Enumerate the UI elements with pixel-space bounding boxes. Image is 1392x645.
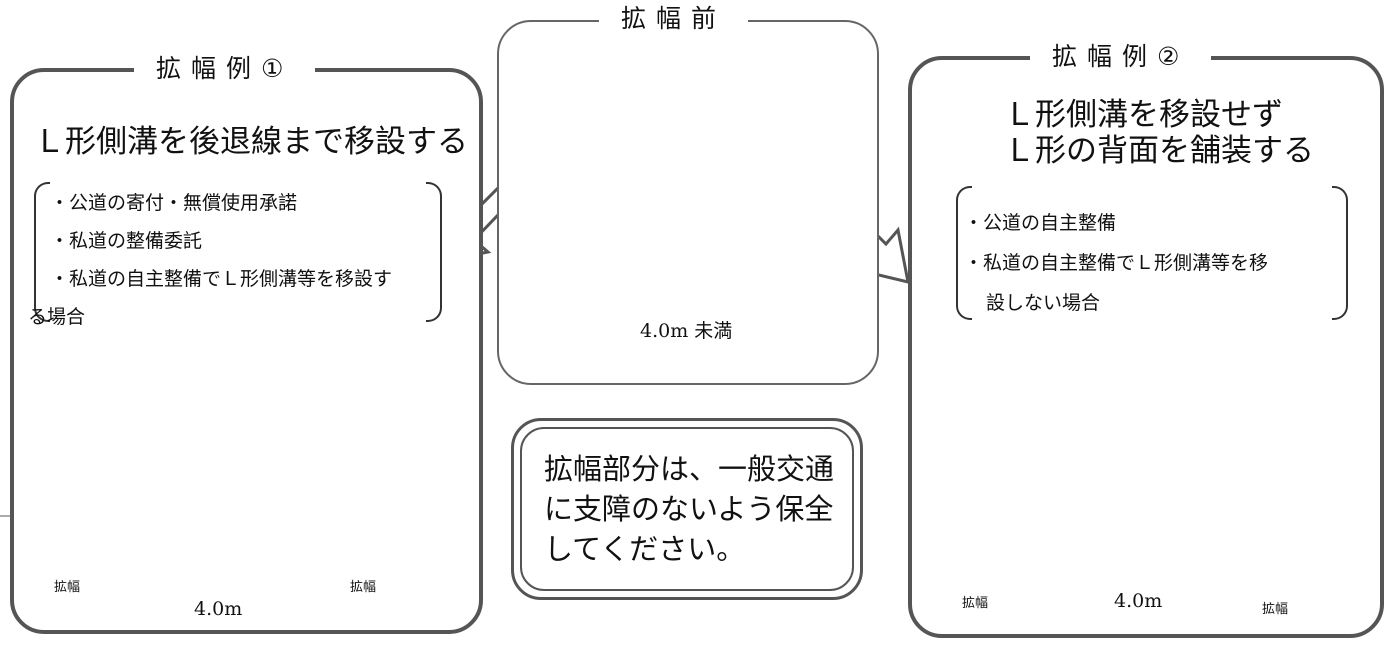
example1-widen-label-left: 拡幅	[54, 580, 81, 595]
example1-dimension-label: 4.0m	[190, 598, 247, 620]
example2-heading-line2: Ｌ形の背面を舗装する	[1004, 133, 1314, 169]
condition-item: る場合	[28, 306, 86, 328]
example2-widen-label-left: 拡幅	[962, 596, 989, 611]
condition-item: ・公道の自主整備	[964, 212, 1117, 234]
note-text: 拡幅部分は、一般交通に支障のないよう保全してください。	[544, 452, 835, 566]
note-box: 拡幅部分は、一般交通に支障のないよう保全してください。	[511, 418, 863, 600]
bracket-right	[426, 182, 442, 322]
example2-heading-line1: Ｌ形側溝を移設せず	[1004, 97, 1283, 133]
condition-item: ・公道の寄付・無償使用承諾	[50, 192, 298, 214]
condition-item: ・私道の自主整備でＬ形側溝等を移	[964, 252, 1269, 274]
example2-panel: 拡幅例② Ｌ形側溝を移設せず Ｌ形の背面を舗装する ・公道の自主整備 ・私道の自…	[908, 40, 1384, 638]
bracket-right	[1332, 186, 1348, 320]
bracket-left	[956, 186, 972, 320]
example1-heading: Ｌ形側溝を後退線まで移設する	[34, 124, 468, 160]
condition-item: ・私道の整備委託	[50, 230, 203, 252]
example1-widen-label-right: 拡幅	[350, 580, 377, 595]
condition-item: ・私道の自主整備でＬ形側溝等を移設す	[50, 268, 393, 290]
example2-title: 拡幅例②	[1030, 40, 1212, 74]
note-box-inner-border	[520, 427, 854, 591]
example1-conditions: ・公道の寄付・無償使用承諾 ・私道の整備委託 ・私道の自主整備でＬ形側溝等を移設…	[28, 182, 442, 328]
example1-panel: 拡幅例① Ｌ形側溝を後退線まで移設する ・公道の寄付・無償使用承諾 ・私道の整備…	[10, 52, 483, 634]
before-title: 拡幅前	[599, 2, 749, 36]
before-dimension-label: 4.0m 未満	[636, 320, 737, 342]
example2-conditions: ・公道の自主整備 ・私道の自主整備でＬ形側溝等を移 設しない場合	[956, 186, 1348, 320]
condition-item: 設しない場合	[986, 292, 1101, 314]
bracket-left	[34, 182, 50, 322]
example2-widen-label-right: 拡幅	[1262, 602, 1289, 617]
example1-title: 拡幅例①	[134, 52, 316, 86]
example2-dimension-label: 4.0m	[1110, 590, 1167, 612]
